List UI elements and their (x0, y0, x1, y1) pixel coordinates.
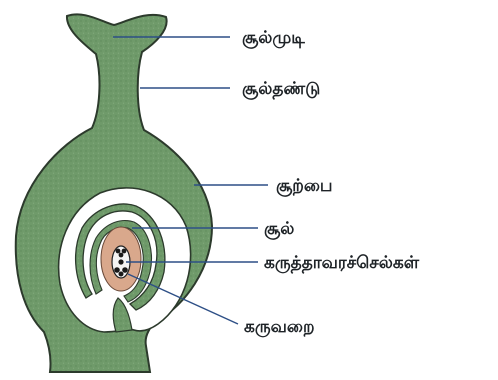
label-style: சூல்தண்டு (242, 79, 320, 100)
synergid-cell (122, 267, 128, 273)
antipodal-cell (116, 249, 121, 254)
label-ovary: சூற்பை (276, 176, 333, 197)
label-embryo-sac-cells: கருத்தாவரச்செல்கள் (264, 253, 420, 273)
antipodal-cell (119, 253, 124, 258)
label-embryo-sac: கருவறை (244, 317, 315, 337)
label-stigma: சூல்முடி (242, 28, 305, 49)
antipodal-cell (122, 249, 127, 254)
egg-cell (119, 272, 124, 277)
synergid-cell (114, 267, 120, 273)
polar-nucleus (118, 259, 123, 264)
label-ovule: சூல் (264, 219, 294, 240)
